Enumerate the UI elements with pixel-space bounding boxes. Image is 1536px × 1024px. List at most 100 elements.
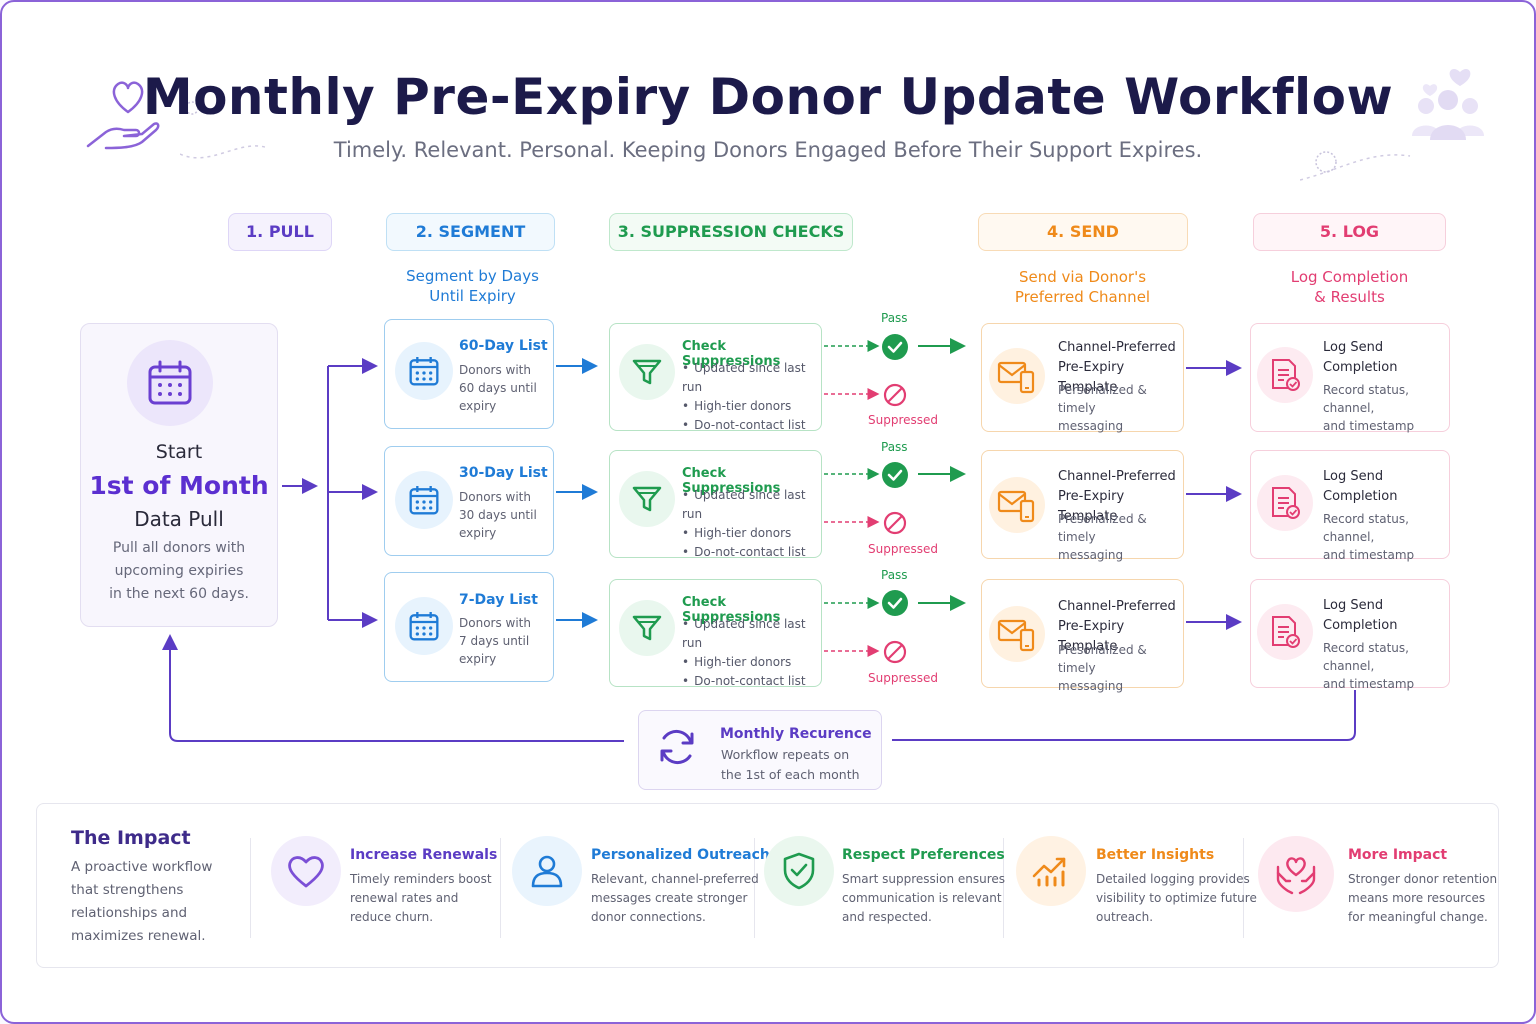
suppression-item: Updated since last run: [682, 615, 821, 653]
log-subtitle-line: & Results: [1314, 288, 1385, 306]
impact-item-title: Better Insights: [1096, 847, 1215, 863]
mail-phone-icon: [997, 619, 1035, 652]
send-subtitle-line: Send via Donor's: [1018, 268, 1147, 286]
impact-item-description-line: means more resources: [1348, 891, 1486, 905]
suppression-item: Do-not-contact list: [682, 672, 821, 691]
calendar-icon-badge: [127, 340, 213, 426]
mail-phone-icon: [997, 361, 1035, 394]
segment-title: 7-Day List: [459, 592, 538, 608]
check-circle-icon: [882, 462, 908, 488]
suppression-card[interactable]: Check Suppressions Updated since last ru…: [609, 323, 822, 432]
document-check-icon: [1272, 616, 1300, 648]
calendar-icon: [409, 357, 439, 386]
step-log-label: 5. LOG: [1319, 222, 1380, 241]
suppression-item: High-tier donors: [682, 397, 821, 416]
step-send: 4. SEND: [978, 213, 1188, 251]
send-title-line: Channel-Preferred: [1058, 469, 1176, 484]
log-description-line: Record status, channel,: [1323, 641, 1409, 673]
suppression-item: Updated since last run: [682, 359, 821, 397]
filter-icon: [632, 615, 662, 641]
refresh-icon: [660, 729, 694, 765]
hands-heart-icon: [1276, 857, 1316, 895]
send-description: Presonalized & timely messaging: [1058, 510, 1183, 564]
impact-item-description-line: visibility to optimize future: [1096, 891, 1257, 905]
log-description-line: Record status, channel,: [1323, 383, 1409, 415]
calendar-icon-badge: [395, 471, 453, 529]
page-title: Monthly Pre-Expiry Donor Update Workflow: [142, 68, 1394, 126]
segment-title: 60-Day List: [459, 338, 548, 354]
send-description-line: messaging: [1058, 548, 1124, 562]
start-card[interactable]: Start 1st of Month Data Pull Pull all do…: [80, 323, 278, 627]
send-description-line: messaging: [1058, 679, 1124, 693]
impact-item-description-line: outreach.: [1096, 910, 1154, 924]
impact-item-description-line: donor connections.: [591, 910, 706, 924]
impact-item-description-line: messages create stronger: [591, 891, 748, 905]
suppression-item: High-tier donors: [682, 524, 821, 543]
segment-subtitle-line: Until Expiry: [429, 287, 516, 305]
check-circle-icon: [882, 334, 908, 360]
send-description-line: Personalized & timely: [1058, 383, 1147, 415]
filter-icon: [632, 486, 662, 512]
segment-description-line: expiry: [459, 399, 497, 413]
mail-phone-icon-badge: [989, 606, 1045, 662]
impact-item-description: Detailed logging provides visibility to o…: [1096, 870, 1257, 927]
recurrence-description-line: the 1st of each month: [721, 767, 860, 782]
log-title-line: Completion: [1323, 489, 1398, 504]
step-suppression-label: 3. SUPPRESSION CHECKS: [617, 222, 845, 241]
suppressed-label: Suppressed: [868, 413, 939, 427]
mail-phone-icon: [997, 490, 1035, 523]
prohibited-icon: [883, 511, 907, 535]
log-description-line: and timestamp: [1323, 419, 1415, 433]
impact-divider: [500, 838, 501, 938]
segment-description-line: Donors with: [459, 490, 531, 504]
filter-icon-badge: [619, 600, 675, 656]
impact-item-title: Increase Renewals: [350, 847, 498, 863]
calendar-icon-badge: [395, 597, 453, 655]
suppression-card[interactable]: Check Suppressions Updated since last ru…: [609, 450, 822, 559]
impact-divider: [1243, 838, 1244, 938]
impact-item-description-line: Stronger donor retention: [1348, 872, 1498, 886]
segment-description-line: expiry: [459, 652, 497, 666]
segment-subtitle-line: Segment by Days: [406, 267, 539, 285]
start-description-line: in the next 60 days.: [109, 586, 249, 602]
send-subtitle: Send via Donor's Preferred Channel: [985, 267, 1180, 307]
suppression-list: Updated since last run High-tier donors …: [682, 359, 821, 435]
send-title-line: Channel-Preferred: [1058, 340, 1176, 355]
impact-divider: [250, 838, 251, 938]
prohibited-icon: [883, 383, 907, 407]
heart-icon: [288, 856, 324, 888]
log-description-line: and timestamp: [1323, 677, 1415, 691]
segment-subtitle: Segment by Days Until Expiry: [380, 266, 565, 306]
send-description-line: Presonalized & timely: [1058, 512, 1147, 544]
suppressed-label: Suppressed: [868, 671, 939, 685]
log-description: Record status, channel, and timestamp: [1323, 381, 1449, 435]
segment-description-line: 30 days until: [459, 508, 537, 522]
impact-item-title: More Impact: [1348, 847, 1448, 863]
impact-item-description-line: Detailed logging provides: [1096, 872, 1250, 886]
impact-description-line: that strengthens: [71, 882, 184, 898]
chart-up-icon-badge: [1016, 836, 1086, 906]
segment-description-line: Donors with: [459, 616, 531, 630]
suppression-card[interactable]: Check Suppressions Updated since last ru…: [609, 579, 822, 688]
calendar-icon: [409, 486, 439, 515]
suppression-item: High-tier donors: [682, 653, 821, 672]
start-date: 1st of Month: [89, 471, 269, 500]
log-title-line: Completion: [1323, 360, 1398, 375]
